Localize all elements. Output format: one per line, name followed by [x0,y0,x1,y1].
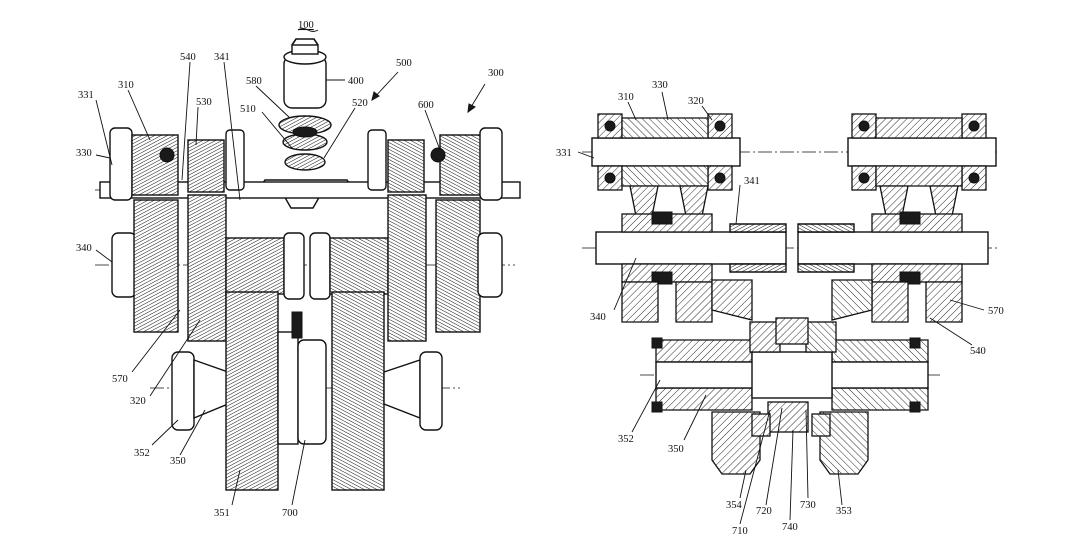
callout-570-r: 570 [988,306,1004,317]
callout-341-r: 341 [744,176,760,187]
right-leader-lines [577,91,985,525]
left-assembly-view [95,38,521,491]
gear-351-right [331,291,385,491]
figure-title-100: 100 [298,20,314,31]
callout-330-r: 330 [652,80,668,91]
middle-shaft-340-section [595,231,787,265]
gear-520 [284,153,326,171]
callout-340-r: 340 [590,312,606,323]
callout-580: 580 [246,76,262,87]
gear-351-left [225,291,279,491]
right-section-view [582,113,1000,475]
output-shaft-350-section [655,339,753,363]
callout-351: 351 [214,508,230,519]
callout-520: 520 [352,98,368,109]
callout-330: 330 [76,148,92,159]
callout-540: 540 [180,52,196,63]
callout-740-r: 740 [782,522,798,533]
callout-570: 570 [112,374,128,385]
gear-320-left [133,199,179,333]
callout-320: 320 [130,396,146,407]
callout-730-r: 730 [800,500,816,511]
flange-352 [171,351,195,431]
right-callout-labels: 310 330 320 331 341 340 570 540 352 350 … [556,80,1004,537]
gear-310-left [131,134,179,196]
callout-310: 310 [118,80,134,91]
callout-320-r: 320 [688,96,704,107]
callout-700: 700 [282,508,298,519]
upper-shaft-330-section [591,137,741,167]
callout-300: 300 [488,68,504,79]
callout-350-r: 350 [668,444,684,455]
callout-500: 500 [396,58,412,69]
callout-350: 350 [170,456,186,467]
callout-340: 340 [76,243,92,254]
callout-352: 352 [134,448,150,459]
differential-700 [297,339,327,445]
callout-331-r: 331 [556,148,572,159]
housing-353 [819,411,869,475]
callout-354-r: 354 [726,500,743,511]
gear-310-right [439,134,487,196]
callout-510: 510 [240,104,256,115]
gear-320-right [435,199,481,333]
left-leader-lines [95,28,486,506]
callout-341: 341 [214,52,230,63]
callout-530: 530 [196,97,212,108]
pinion-341-section [729,223,787,233]
callout-310-r: 310 [618,92,634,103]
gear-310-section [621,117,709,139]
callout-352-r: 352 [618,434,634,445]
callout-400: 400 [348,76,364,87]
callout-353-r: 353 [836,506,852,517]
callout-600: 600 [418,100,434,111]
callout-710-r: 710 [732,526,748,537]
callout-540-r: 540 [970,346,986,357]
callout-720-r: 720 [756,506,772,517]
callout-331: 331 [78,90,94,101]
pinion-341 [225,237,285,295]
gear-530 [187,139,225,193]
differential-700-section [767,401,809,433]
left-callout-labels: 100 331 310 540 341 530 580 400 500 300 … [76,20,504,519]
housing-354 [711,411,761,475]
